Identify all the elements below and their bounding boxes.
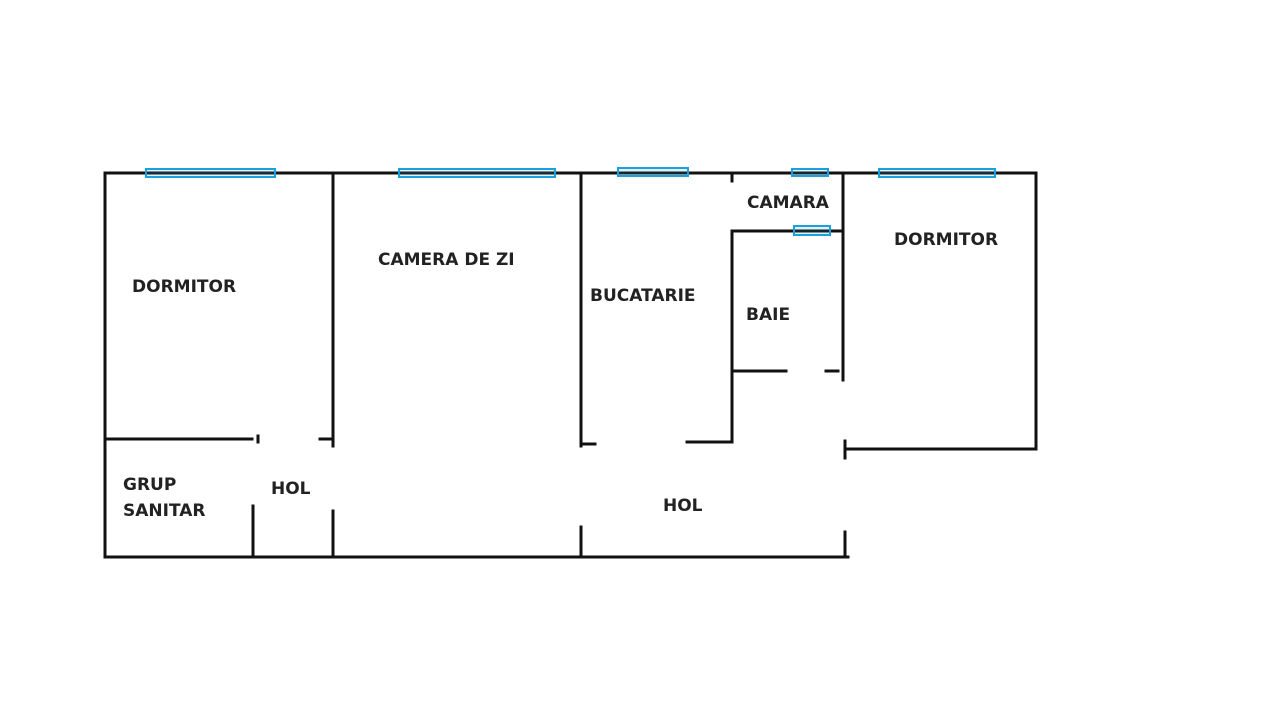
label-dormitor-left: DORMITOR [132,277,236,297]
window-dormitor-right [878,168,996,178]
label-bucatarie: BUCATARIE [590,286,696,306]
window-bucatarie [617,167,689,177]
label-camara: CAMARA [747,193,830,213]
label-hol-small: HOL [271,479,311,499]
label-grup-sanitar-line1: GRUP [123,475,176,495]
label-grup-sanitar-line2: SANITAR [123,501,205,521]
label-hol-main: HOL [663,496,703,516]
label-baie: BAIE [746,305,790,325]
window-baie [793,225,831,236]
window-camera-de-zi [398,168,556,178]
room-labels: DORMITOR CAMERA DE ZI BUCATARIE CAMARA B… [123,193,998,521]
window-camara [791,168,829,177]
walls [103,171,1038,559]
window-dormitor-left [145,168,276,178]
label-dormitor-right: DORMITOR [894,230,998,250]
windows [145,167,996,236]
label-camera-de-zi: CAMERA DE ZI [378,250,515,270]
